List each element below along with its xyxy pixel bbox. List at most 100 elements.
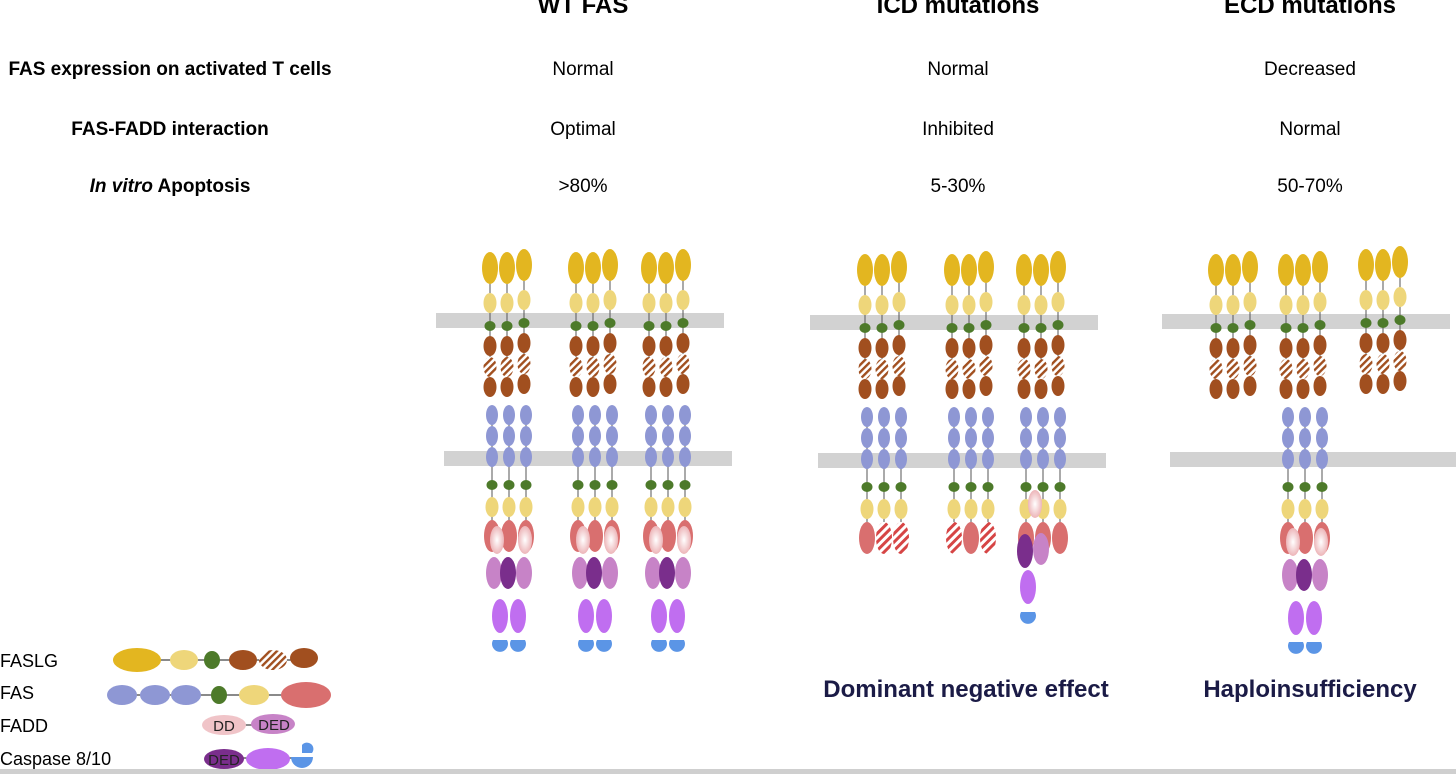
fasl-hatched-domain bbox=[1296, 359, 1310, 379]
caspase-small-subunit bbox=[1288, 642, 1304, 654]
receptor-trimer bbox=[1358, 246, 1408, 394]
fasl-hatched-domain bbox=[586, 357, 600, 377]
fasl-hatched-domain bbox=[1313, 356, 1327, 376]
caspase-small-subunit bbox=[492, 640, 509, 652]
fasl-domain bbox=[483, 293, 497, 313]
fasl-domain-brown bbox=[1051, 335, 1065, 355]
fas-crd bbox=[679, 447, 691, 467]
fasl-domain bbox=[603, 290, 617, 310]
fasl-linker-dot bbox=[1227, 323, 1239, 333]
caspase-large-subunit bbox=[596, 599, 612, 633]
cell-icd-expression: Normal bbox=[927, 59, 989, 80]
fasl-head bbox=[1033, 254, 1049, 286]
fas-crd bbox=[645, 426, 657, 446]
fasl-domain-brown bbox=[1279, 338, 1293, 358]
fas-crd bbox=[982, 449, 994, 469]
fadd-ded bbox=[516, 557, 532, 589]
fas-death-domain bbox=[1297, 522, 1313, 554]
fasl-domain-brown bbox=[569, 377, 583, 397]
caspase-small-subunit bbox=[1306, 642, 1322, 654]
fasl-domain bbox=[1209, 295, 1223, 315]
caspase-large-subunit bbox=[510, 599, 526, 633]
fas-crd bbox=[965, 428, 977, 448]
fasl-hatched-domain bbox=[483, 357, 497, 377]
fas-crd bbox=[982, 407, 994, 427]
fasl-domain-brown bbox=[586, 336, 600, 356]
fas-crd bbox=[861, 449, 873, 469]
fas-death-domain bbox=[859, 522, 875, 554]
fas-death-domain bbox=[963, 522, 979, 554]
fasl-domain-brown bbox=[517, 374, 531, 394]
fas-tm-dot bbox=[861, 482, 873, 492]
fasl-domain bbox=[1393, 287, 1407, 307]
fasl-hatched-domain bbox=[1209, 359, 1223, 379]
fas-crd bbox=[486, 426, 498, 446]
fasl-hatched-domain bbox=[892, 356, 906, 376]
fasl-hatched-domain bbox=[603, 354, 617, 374]
fadd-dd bbox=[1028, 490, 1042, 518]
cell-icd-apoptosis: 5-30% bbox=[930, 176, 986, 197]
row-label-fas-expression: FAS expression on activated T cells bbox=[8, 59, 332, 80]
fas-domain bbox=[860, 499, 874, 519]
fas-crd bbox=[1316, 407, 1328, 427]
legend-fas-crd bbox=[140, 685, 170, 705]
fadd-ded bbox=[1282, 559, 1298, 591]
fasl-domain-brown bbox=[1017, 338, 1031, 358]
fasl-head bbox=[857, 254, 873, 286]
fas-domain bbox=[502, 497, 516, 517]
bottom-rule bbox=[0, 769, 1456, 774]
fasl-hatched-domain bbox=[1017, 359, 1031, 379]
fas-domain bbox=[644, 497, 658, 517]
fasl-domain bbox=[1034, 295, 1048, 315]
fasl-head bbox=[658, 252, 674, 284]
fasl-linker-dot bbox=[1244, 320, 1256, 330]
fas-death-domain bbox=[946, 522, 962, 554]
fas-crd bbox=[1054, 449, 1066, 469]
fas-crd bbox=[645, 447, 657, 467]
fas-crd bbox=[1299, 407, 1311, 427]
legend-fasl-tm bbox=[204, 651, 220, 669]
fas-crd bbox=[520, 405, 532, 425]
caspase-large-subunit bbox=[1288, 601, 1304, 635]
legend-fasl-brown bbox=[229, 650, 257, 670]
receptor-trimer bbox=[482, 249, 534, 652]
fadd-ded bbox=[486, 557, 502, 589]
fas-tm-dot bbox=[878, 482, 890, 492]
fasl-linker-dot bbox=[643, 321, 655, 331]
fasl-linker-dot bbox=[963, 323, 975, 333]
fasl-head bbox=[499, 252, 515, 284]
fasl-linker-dot bbox=[660, 321, 672, 331]
fasl-linker-dot bbox=[570, 321, 582, 331]
fasl-domain bbox=[1359, 290, 1373, 310]
legend-fadd-ded bbox=[251, 714, 295, 734]
fas-crd bbox=[965, 449, 977, 469]
caspase-ded bbox=[659, 557, 675, 589]
fas-death-domain bbox=[660, 520, 676, 552]
fas-crd bbox=[1020, 428, 1032, 448]
fas-domain bbox=[605, 497, 619, 517]
membrane-bar bbox=[818, 453, 1106, 468]
fasl-domain-brown bbox=[1243, 376, 1257, 396]
fasl-domain-brown bbox=[659, 377, 673, 397]
fasl-domain-brown bbox=[483, 377, 497, 397]
fas-domain bbox=[947, 499, 961, 519]
fasl-linker-dot bbox=[1210, 323, 1222, 333]
fasl-domain bbox=[500, 293, 514, 313]
fas-crd bbox=[589, 426, 601, 446]
fasl-domain-brown bbox=[586, 377, 600, 397]
fasl-hatched-domain bbox=[676, 354, 690, 374]
legend-fas-crd bbox=[171, 685, 201, 705]
fasl-domain bbox=[858, 295, 872, 315]
fas-crd bbox=[1299, 428, 1311, 448]
legend-caspase-hook bbox=[302, 742, 314, 753]
fas-domain bbox=[1315, 499, 1329, 519]
fas-crd bbox=[1282, 407, 1294, 427]
fasl-hatched-domain bbox=[642, 357, 656, 377]
legend-fadd-ded-label: DED bbox=[258, 717, 290, 734]
fas-tm-dot bbox=[486, 480, 498, 490]
fas-crd bbox=[948, 428, 960, 448]
fasl-head bbox=[1312, 251, 1328, 283]
fasl-domain-brown bbox=[892, 376, 906, 396]
fas-tm-dot bbox=[606, 480, 618, 490]
fasl-domain bbox=[1243, 292, 1257, 312]
